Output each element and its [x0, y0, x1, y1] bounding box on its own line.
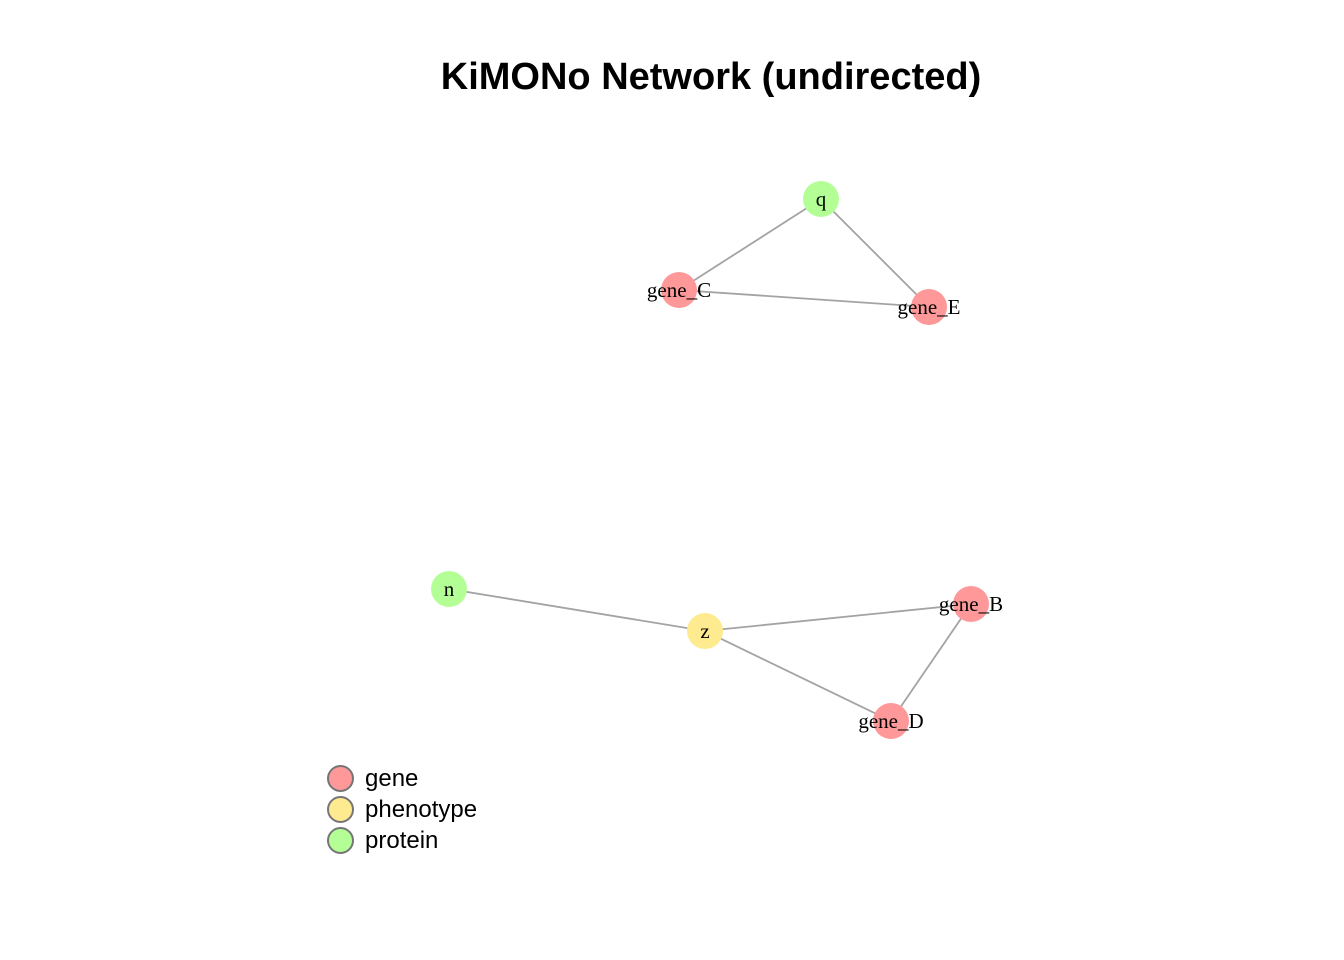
edge-n-z — [448, 588, 706, 632]
edge-q-gene_C — [678, 198, 822, 291]
node-label-gene_E: gene_E — [898, 295, 961, 319]
node-label-n: n — [444, 577, 455, 601]
node-gene_C: gene_C — [647, 272, 711, 308]
node-circle-gene_E — [911, 289, 947, 325]
node-z: z — [687, 613, 723, 649]
node-circle-gene_B — [953, 586, 989, 622]
edge-z-gene_D — [704, 630, 892, 722]
legend-swatch-phenotype — [327, 796, 354, 823]
legend-swatch-gene — [327, 765, 354, 792]
edge-q-gene_E — [820, 198, 930, 308]
node-circle-gene_C — [661, 272, 697, 308]
node-n: n — [431, 571, 467, 607]
legend-label-gene: gene — [365, 765, 419, 792]
legend-label-protein: protein — [365, 827, 439, 854]
node-q: q — [803, 181, 839, 217]
legend-label-phenotype: phenotype — [365, 796, 478, 823]
edge-gene_C-gene_E — [678, 289, 930, 308]
nodes-layer: q gene_C gene_En z gene_B gene_D — [431, 181, 1003, 739]
node-circle-n — [431, 571, 467, 607]
node-circle-gene_D — [873, 703, 909, 739]
node-gene_B: gene_B — [939, 586, 1003, 622]
edge-z-gene_B — [704, 603, 972, 632]
node-gene_E: gene_E — [898, 289, 961, 325]
edge-gene_B-gene_D — [890, 603, 972, 722]
legend-swatch-protein — [327, 827, 354, 854]
edges-layer — [448, 198, 972, 722]
node-circle-z — [687, 613, 723, 649]
node-circle-q — [803, 181, 839, 217]
diagram-title: KiMONo Network (undirected) — [440, 56, 982, 98]
node-gene_D: gene_D — [858, 703, 924, 739]
node-label-q: q — [816, 187, 827, 211]
node-label-gene_C: gene_C — [647, 278, 711, 302]
node-label-gene_B: gene_B — [939, 592, 1003, 616]
node-label-z: z — [700, 619, 709, 643]
node-label-gene_D: gene_D — [858, 709, 923, 733]
